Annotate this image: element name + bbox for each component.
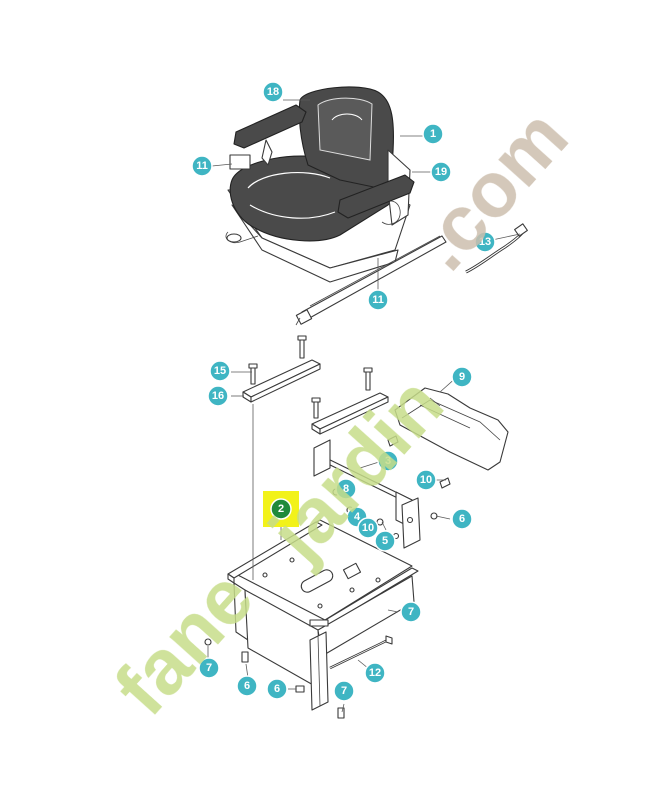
callout-label: 11 [196, 160, 208, 172]
watermark-fane: fane [97, 553, 270, 731]
callout-label: 10 [362, 522, 374, 534]
rod-part [329, 635, 393, 670]
callout-11-top[interactable]: 11 [191, 155, 213, 177]
callout-11-belt[interactable]: 11 [367, 289, 389, 311]
callout-label: 2 [278, 503, 284, 515]
callout-8[interactable]: 8 [335, 478, 357, 500]
cross-bar [313, 439, 421, 549]
callout-1[interactable]: 1 [422, 123, 444, 145]
callout-7-bottom[interactable]: 7 [333, 680, 355, 702]
callout-9[interactable]: 9 [451, 366, 473, 388]
callout-label: 10 [420, 474, 432, 486]
callout-label: 18 [267, 86, 279, 98]
callout-label: 19 [435, 166, 447, 178]
callout-3[interactable]: 3 [377, 450, 399, 472]
callout-7-left[interactable]: 7 [198, 657, 220, 679]
callout-label: 7 [408, 606, 414, 618]
callout-label: 11 [372, 294, 384, 306]
callout-label: 15 [214, 365, 226, 377]
seat-belt [295, 235, 447, 326]
callout-18[interactable]: 18 [262, 81, 284, 103]
callout-label: 7 [206, 662, 212, 674]
callout-label: 8 [343, 483, 349, 495]
callout-10-right[interactable]: 10 [415, 469, 437, 491]
cable-part [465, 223, 528, 274]
callout-label: 9 [459, 371, 465, 383]
callout-label: 4 [354, 511, 361, 523]
base-frame [227, 519, 419, 711]
seat-assembly [225, 86, 415, 283]
callouts: 18 1 11 19 13 11 15 16 9 3 10 [191, 81, 496, 702]
seat-slide-rails [242, 335, 389, 435]
callout-label: 13 [479, 236, 491, 248]
callout-label: 6 [274, 683, 280, 695]
callout-6-right[interactable]: 6 [451, 508, 473, 530]
callout-label: 16 [212, 390, 224, 402]
callout-2-highlighted[interactable]: 2 [263, 491, 299, 527]
callout-13[interactable]: 13 [474, 231, 496, 253]
callout-label: 12 [369, 667, 381, 679]
callout-15[interactable]: 15 [209, 360, 231, 382]
callout-label: 7 [341, 685, 347, 697]
callout-16[interactable]: 16 [207, 385, 229, 407]
callout-label: 3 [385, 455, 391, 467]
callout-label: 5 [382, 535, 388, 547]
callout-19[interactable]: 19 [430, 161, 452, 183]
callout-12[interactable]: 12 [364, 662, 386, 684]
callout-5[interactable]: 5 [374, 530, 396, 552]
callout-6-bottom-left[interactable]: 6 [236, 675, 258, 697]
callout-10-left[interactable]: 10 [357, 517, 379, 539]
callout-7-right[interactable]: 7 [400, 601, 422, 623]
callout-label: 1 [430, 128, 436, 140]
callout-label: 6 [459, 513, 465, 525]
callout-label: 6 [244, 680, 250, 692]
callout-6-bottom[interactable]: 6 [266, 678, 288, 700]
